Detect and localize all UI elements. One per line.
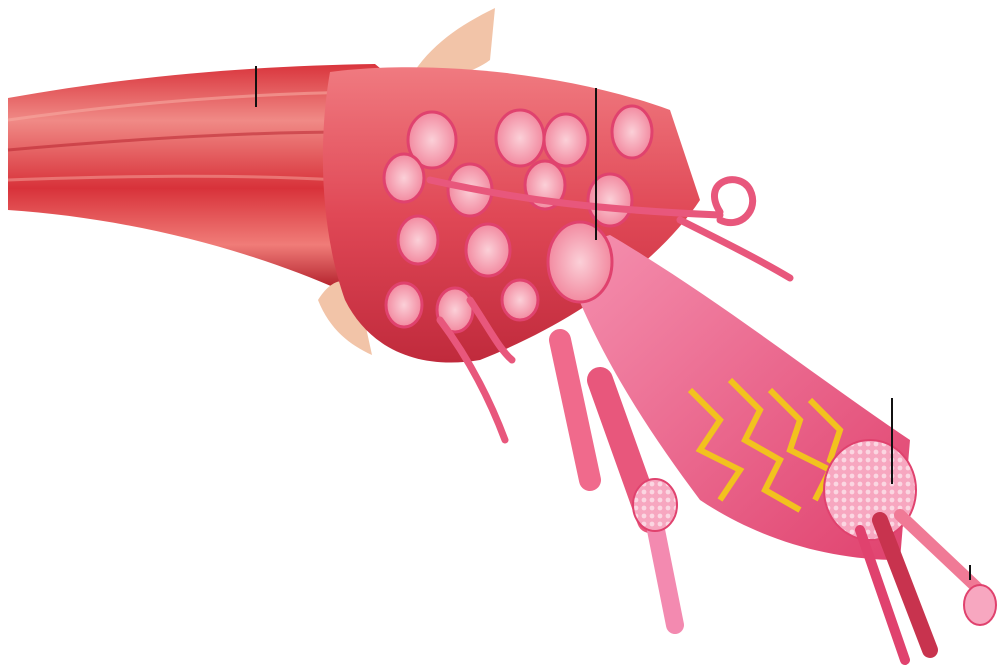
fascicle-end-4	[612, 106, 652, 158]
fascicle-end-3	[544, 114, 588, 166]
fascicle-end-2	[496, 110, 544, 166]
fascicle-end-8	[588, 174, 632, 226]
fascicle-end-10	[466, 224, 510, 276]
fascicle-end-13	[502, 280, 538, 320]
myofibril-strands	[860, 515, 996, 660]
fascicle-end-11	[386, 283, 422, 327]
fascicle-end-5	[384, 154, 424, 202]
fascicle-end-9	[398, 216, 438, 264]
